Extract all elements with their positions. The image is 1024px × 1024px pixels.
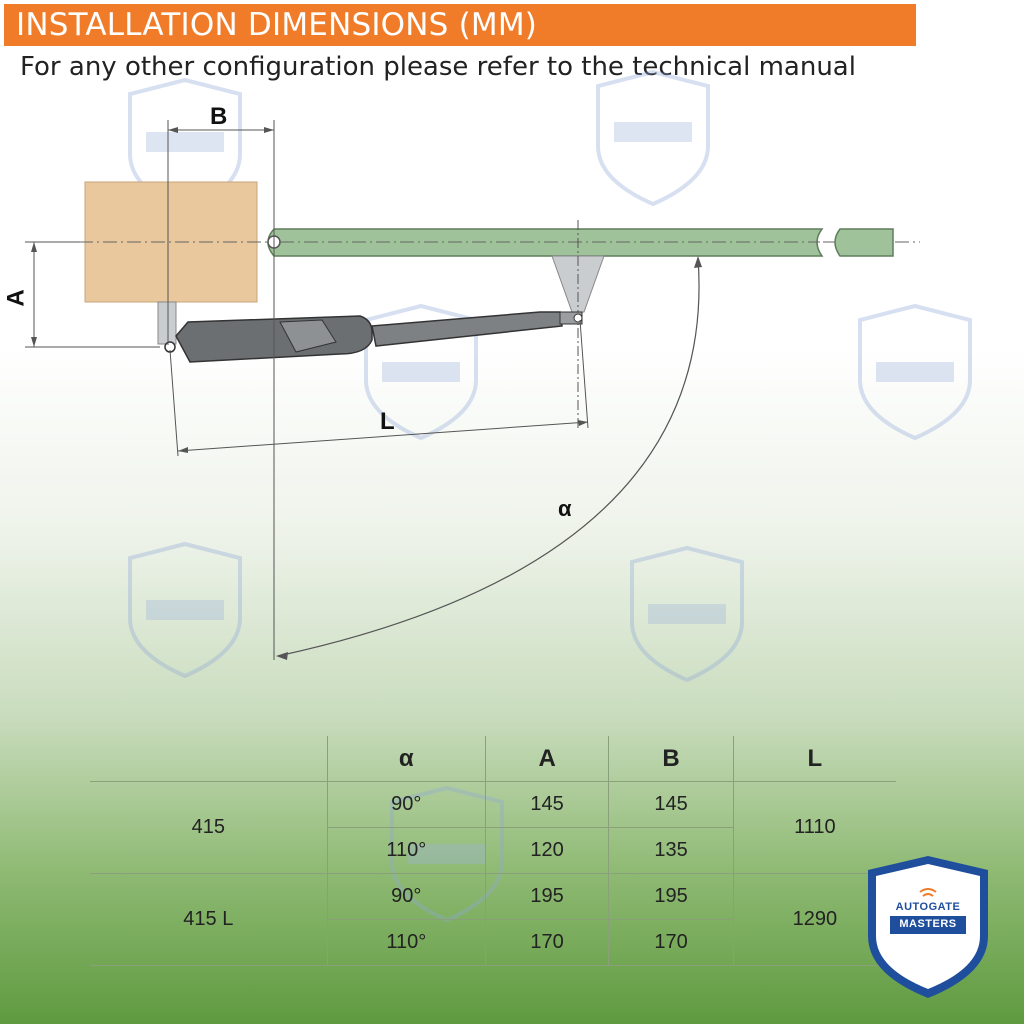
header-alpha: α [326,736,486,782]
logo-text-top: AUTOGATE [895,901,961,913]
model-cell: 415 [90,781,328,874]
watermark-shield-icon [858,303,972,441]
alpha-cell: 90° [326,781,486,828]
b-cell: 135 [608,827,734,874]
table-header-row: α A B L [90,736,896,782]
watermark-shield-icon [630,545,744,683]
dimension-label-b: B [210,103,228,130]
dimension-label-a: A [2,289,30,307]
table-row: 415 90° 145 145 1110 [90,781,896,874]
shield-logo-icon [868,856,988,998]
page-title: INSTALLATION DIMENSIONS (MM) [4,4,916,46]
a-cell: 170 [484,919,609,966]
alpha-cell: 110° [326,919,486,966]
installation-diagram [25,120,920,660]
header-l: L [732,736,896,782]
table-row: 110° 170 170 [90,919,896,966]
dimensions-table: α A B L 415 90° 145 145 1110 110° 120 13… [90,736,896,966]
alpha-arc [277,257,700,657]
header-a: A [484,736,609,782]
subtitle: For any other configuration please refer… [20,52,856,82]
watermark-shield-icon [128,541,242,679]
actuator-arm [371,311,563,347]
a-cell: 195 [484,873,609,920]
a-cell: 120 [484,827,609,874]
b-cell: 145 [608,781,734,828]
a-cell: 145 [484,781,609,828]
l-cell: 1110 [732,781,896,874]
logo-text-bottom: MASTERS [899,918,957,930]
b-cell: 170 [608,919,734,966]
alpha-cell: 90° [326,873,486,920]
model-cell: 415 L [90,873,328,966]
brand-logo: AUTOGATE MASTERS [862,852,994,1007]
dimension-label-l: L [380,408,395,435]
watermark-shield-icon [596,69,710,207]
gate-leaf-end [834,228,894,257]
alpha-cell: 110° [326,827,486,874]
watermark-shield-icon [364,303,478,441]
pillar-bracket [157,301,177,345]
angle-label-alpha: α [558,496,572,521]
header-b: B [608,736,734,782]
table-row: 415 L 90° 195 195 1290 [90,873,896,966]
b-cell: 195 [608,873,734,920]
table-row: 110° 120 135 [90,827,896,874]
